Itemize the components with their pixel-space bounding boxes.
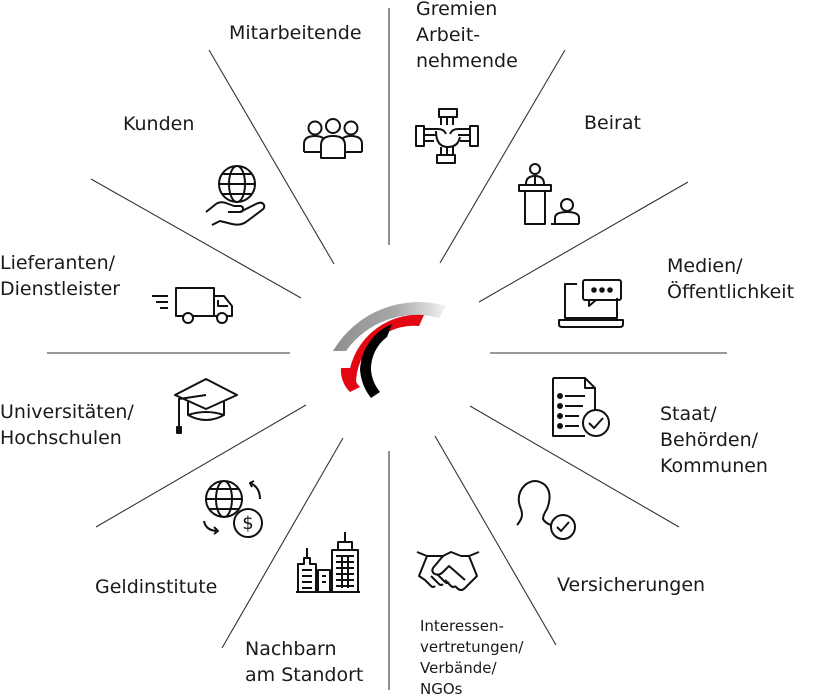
stacked-hands-icon [414, 107, 480, 165]
graduation-cap-icon [173, 377, 239, 435]
spoke-line [434, 435, 557, 646]
globe-dollar-exchange-icon-graphic: $ [200, 477, 268, 539]
label-kunden: Kunden [123, 113, 195, 135]
logo-red-bottom [340, 368, 360, 392]
spoke-line [90, 178, 302, 299]
label-versicherungen: Versicherungen [557, 574, 706, 596]
label-geldinstitute: Geldinstitute [95, 576, 218, 598]
label-beirat: Beirat [584, 112, 641, 134]
spoke-line [469, 405, 680, 528]
handshake-icon-graphic [415, 544, 481, 600]
delivery-truck-icon [152, 286, 234, 326]
center-logo [333, 302, 446, 398]
people-group-icon-graphic [302, 118, 364, 162]
graduation-cap-icon-graphic [173, 377, 239, 435]
people-group-icon [302, 118, 364, 162]
spoke-line [221, 437, 344, 649]
label-interessen: Interessen- vertretungen/ Verbände/ NGOs [420, 617, 524, 698]
spoke-line [439, 49, 566, 264]
spoke-line [95, 404, 307, 528]
city-buildings-icon-graphic [296, 530, 360, 594]
checklist-document-icon-graphic [551, 376, 615, 440]
logo-gray-arc [333, 302, 446, 351]
label-universitaeten: Universitäten/ Hochschulen [0, 401, 134, 449]
label-medien: Medien/ Öffentlichkeit [667, 255, 795, 303]
spoke-line [208, 49, 335, 265]
speaker-podium-icon [517, 162, 581, 226]
spoke-line [478, 181, 689, 303]
hand-globe-icon-graphic [204, 164, 270, 228]
delivery-truck-icon-graphic [152, 286, 234, 326]
globe-dollar-exchange-icon: $ [200, 477, 268, 539]
label-lieferanten: Lieferanten/ Dienstleister [0, 252, 121, 300]
label-gremien: Gremien Arbeit- nehmende [416, 0, 518, 72]
logo-black-arc [360, 324, 392, 398]
city-buildings-icon [296, 530, 360, 594]
svg-text:$: $ [242, 513, 253, 534]
person-checkmark-icon [515, 479, 579, 543]
checklist-document-icon [551, 376, 615, 440]
laptop-chat-icon [557, 278, 625, 330]
handshake-icon [415, 544, 481, 600]
person-checkmark-icon-graphic [515, 479, 579, 543]
speaker-podium-icon-graphic [517, 162, 581, 226]
stacked-hands-icon-graphic [414, 107, 480, 165]
label-staat: Staat/ Behörden/ Kommunen [660, 403, 768, 477]
label-mitarbeitende: Mitarbeitende [229, 22, 362, 44]
laptop-chat-icon-graphic [557, 278, 625, 330]
label-nachbarn: Nachbarn am Standort [245, 638, 364, 686]
hand-globe-icon [204, 164, 270, 228]
